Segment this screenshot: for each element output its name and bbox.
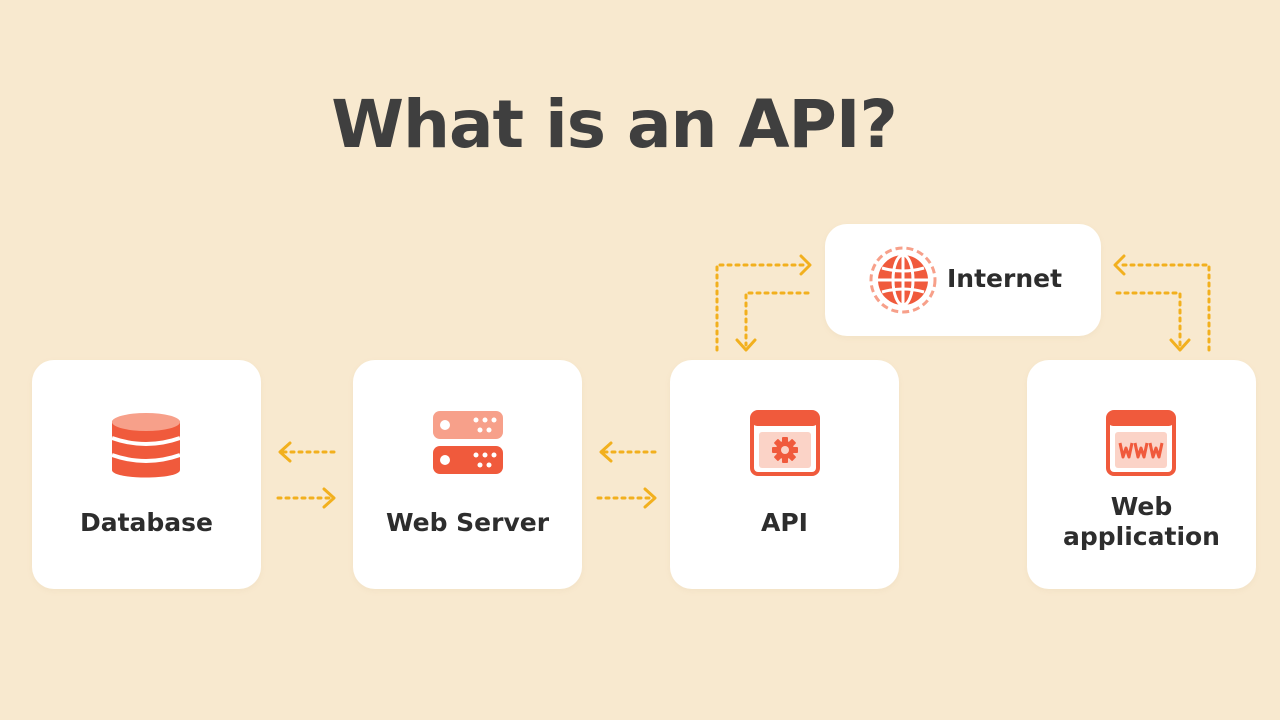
globe-icon (869, 246, 937, 314)
arrowhead-left-3 (1113, 254, 1126, 276)
web-application-label-line1: Web (1110, 492, 1173, 521)
arrowhead-left-1 (278, 441, 292, 463)
gear-window-icon (750, 410, 820, 476)
arrow-api-to-internet (715, 263, 807, 352)
arrowhead-down-2 (1169, 338, 1191, 352)
arrowhead-right-1 (322, 487, 336, 509)
api-label: API (761, 508, 808, 537)
node-web-application: Web application (1027, 360, 1256, 589)
web-server-label: Web Server (385, 508, 550, 537)
node-database: Database (32, 360, 261, 589)
internet-label: Internet (947, 264, 1063, 293)
arrow-internet-to-api (744, 291, 810, 347)
arrowhead-right-3 (799, 254, 812, 276)
node-web-server: Web Server (353, 360, 582, 589)
arrow-webapp-to-internet (1118, 263, 1211, 352)
diagram-title: What is an API? (331, 86, 898, 163)
arrowhead-right-2 (643, 487, 657, 509)
server-icon (433, 411, 503, 474)
web-application-label-line2: application (1063, 522, 1220, 551)
arrow-internet-to-webapp (1115, 291, 1182, 347)
web-application-label: Web application (1027, 492, 1256, 552)
node-internet: Internet (825, 224, 1101, 336)
database-icon (111, 413, 181, 478)
arrowhead-left-2 (599, 441, 613, 463)
database-label: Database (79, 508, 214, 537)
arrowhead-down-1 (735, 338, 757, 352)
www-window-icon (1106, 410, 1176, 476)
node-api: API (670, 360, 899, 589)
